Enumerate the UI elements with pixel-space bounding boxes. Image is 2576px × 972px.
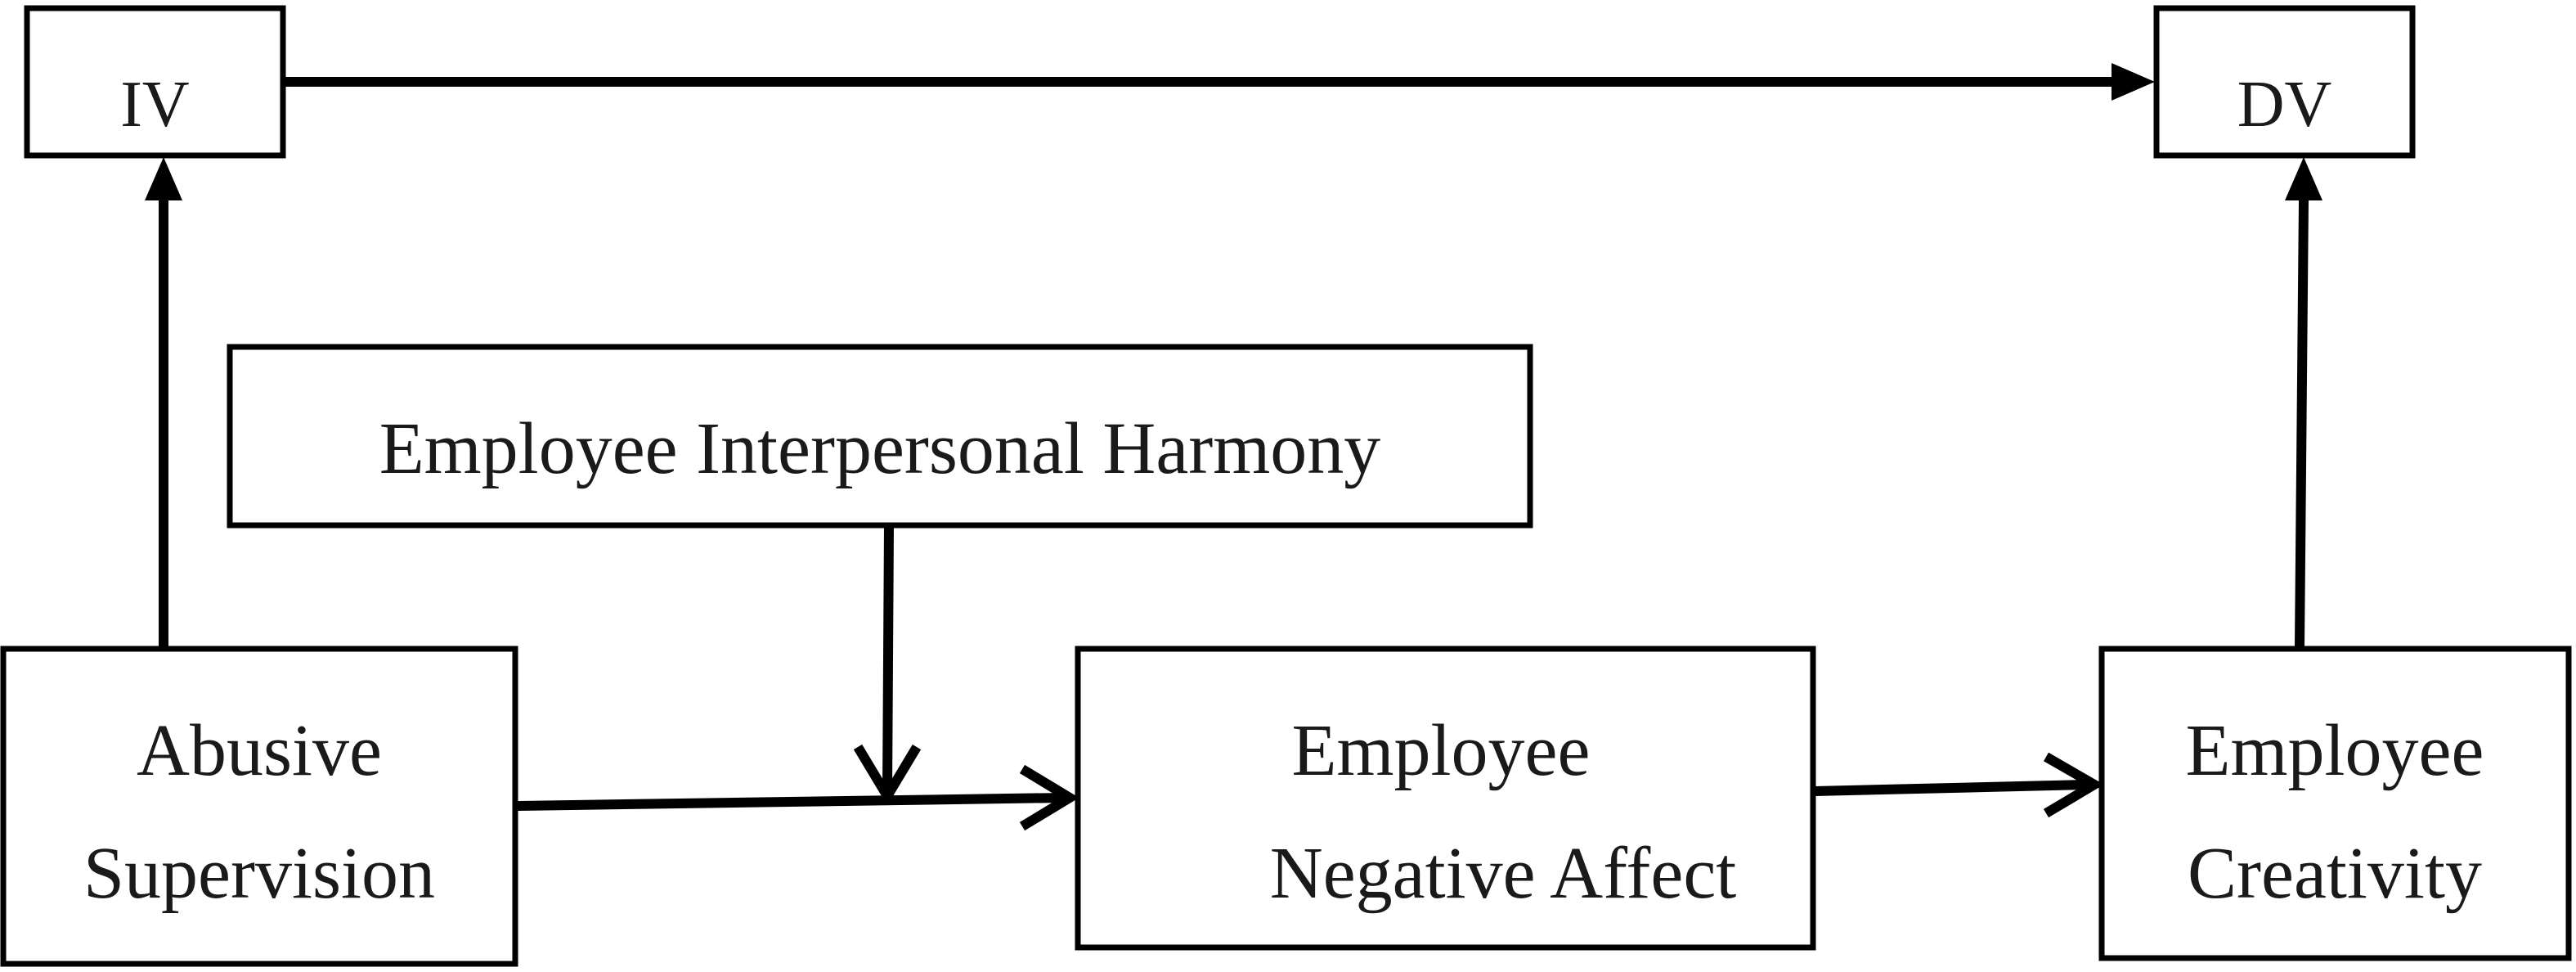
arrow-independent-to-mediator [516, 764, 1079, 831]
arrow-iv-to-dv [283, 63, 2155, 101]
independent-box-line1: Abusive [137, 710, 382, 791]
iv-box-label: IV [120, 69, 189, 141]
moderator-box-label: Employee Interpersonal Harmony [379, 408, 1381, 489]
dependent-box-line1: Employee [2186, 710, 2484, 791]
iv-box: IV [24, 5, 286, 159]
dv-box: DV [2153, 5, 2416, 159]
arrow-moderator-to-path [853, 524, 922, 806]
moderator-box: Employee Interpersonal Harmony [227, 344, 1533, 529]
mediator-box-line1: Employee [1292, 710, 1591, 791]
mediator-box-line2: Negative Affect [1270, 833, 1737, 914]
independent-variable-box: Abusive Supervision [0, 646, 518, 967]
arrow-independent-to-iv [145, 157, 182, 646]
independent-box-line2: Supervision [83, 833, 435, 914]
arrow-dependent-to-dv [2285, 157, 2322, 647]
dependent-box-line2: Creativity [2188, 833, 2482, 914]
dependent-variable-box: Employee Creativity [2098, 646, 2572, 961]
dv-box-label: DV [2237, 69, 2332, 141]
arrow-mediator-to-dependent [1814, 752, 2104, 818]
mediator-box: Employee Negative Affect [1075, 646, 1816, 951]
